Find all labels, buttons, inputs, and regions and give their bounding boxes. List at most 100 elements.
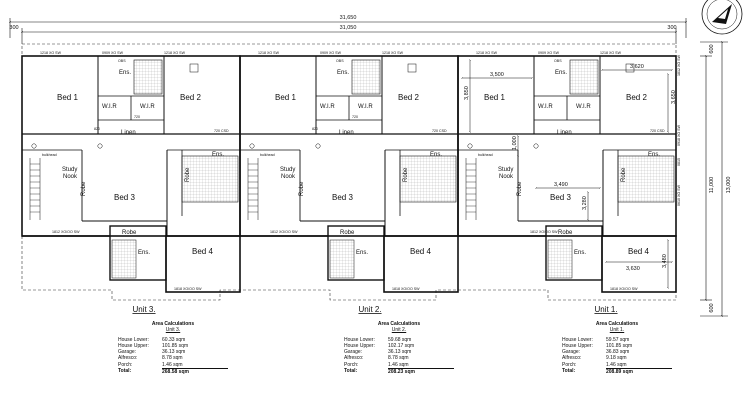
window-label: 0918 XO SW [677, 124, 681, 146]
dim-study-height: 1,000 [512, 136, 518, 150]
room-ens: Ens. [356, 250, 368, 256]
window-label: 1218 XO SW [258, 51, 280, 55]
area-calc-heading: Area Calculations [151, 321, 195, 327]
window-label: 720 CSD [432, 129, 447, 133]
unit-2-plan [239, 55, 459, 293]
area-calc-subheading: Unit 1. [609, 327, 625, 334]
room-robe: Robe [185, 167, 191, 182]
area-row: House Upper:102.17 sqm [344, 342, 415, 349]
room-study: Study [498, 167, 513, 173]
unit-2-labels: Bed 1 Bed 2 Bed 3 Bed 4 Ens. Ens. Ens. W… [258, 51, 447, 291]
dim-bed1-width: 3,500 [490, 72, 504, 78]
window-label: 0610 XO SW [677, 184, 681, 206]
room-linen: Linen [557, 130, 572, 136]
unit-3-title: Unit 3. [132, 305, 155, 314]
window-label: 0909 XO SW [538, 51, 560, 55]
room-wir: W.I.R [102, 104, 117, 110]
dim-bed3-width: 3,490 [554, 182, 568, 188]
area-row: Garage:36.83 sqm [562, 349, 630, 356]
room-bed-1: Bed 1 [275, 93, 296, 102]
unit-3-labels: Bed 1 Bed 2 Bed 3 Bed 4 Ens. Ens. Ens. W… [40, 51, 229, 291]
room-ens: Ens. [648, 152, 660, 158]
total-depth-dim: 13,000 [726, 177, 732, 194]
window-label: 1818 XO/OO SW [174, 287, 202, 291]
area-row: Porch:1.46 sqm [562, 361, 627, 368]
window-label: 1218 XO SW [476, 51, 498, 55]
window-label: 0909 XO SW [320, 51, 342, 55]
room-ens: Ens. [138, 250, 150, 256]
room-linen: Linen [339, 130, 354, 136]
window-label: 1812 XO SW [677, 54, 681, 76]
area-calc-unit-2: Area Calculations Unit 2. House Lower:59… [344, 321, 454, 375]
area-calc-subheading: Unit 3. [165, 327, 181, 334]
area-total-row: Total:268.58 sqm [118, 368, 228, 375]
dim-bed4-height: 3,480 [662, 254, 668, 268]
window-label: 1218 XO SW [382, 51, 404, 55]
area-row: Garage:36.13 sqm [118, 349, 186, 356]
area-calc-heading: Area Calculations [377, 321, 421, 327]
window-label: 1812 XO/OO SW [52, 230, 80, 234]
area-total-row: Total:208.89 sqm [562, 368, 672, 375]
area-calc-heading: Area Calculations [595, 321, 639, 327]
room-wir: W.I.R [538, 104, 553, 110]
setback-left-dim: 300 [9, 25, 18, 31]
room-bed-3: Bed 3 [114, 193, 135, 202]
room-study: Study [280, 167, 295, 173]
window-label: 1812 XO/OO SW [270, 230, 298, 234]
inner-width-dim: 31,050 [340, 25, 357, 31]
room-wir: W.I.R [576, 104, 591, 110]
area-row: Porch:1.46 sqm [118, 361, 183, 368]
area-calc-subheading: Unit 2. [391, 327, 407, 334]
overall-dimensions [8, 18, 728, 318]
dim-bed1-height: 3,850 [464, 86, 470, 100]
area-row: Garage:36.13 sqm [344, 349, 412, 356]
area-row: Alfresco:9.18 sqm [562, 355, 627, 362]
room-bed-4: Bed 4 [628, 247, 649, 256]
room-ens: Ens. [119, 70, 131, 76]
room-robe: Robe [517, 181, 523, 196]
room-ens: Ens. [574, 250, 586, 256]
dim-label: 720 [134, 115, 140, 119]
dim-bed2-width: 3,620 [630, 64, 644, 70]
area-row: House Upper:101.85 sqm [118, 342, 189, 349]
room-ens: Ens. [430, 152, 442, 158]
window-label: OBS [118, 59, 126, 63]
unit-3-plan [21, 55, 241, 293]
area-row: House Lower:59.57 sqm [562, 336, 630, 343]
area-calc-unit-1: Area Calculations Unit 1. House Lower:59… [562, 321, 672, 375]
room-ens: Ens. [212, 152, 224, 158]
window-label: OBS [554, 59, 562, 63]
room-ens: Ens. [555, 70, 567, 76]
area-row: Alfresco:8.78 sqm [118, 355, 183, 362]
area-row: Alfresco:8.78 sqm [344, 355, 409, 362]
area-row: House Lower:60.33 sqm [118, 336, 186, 343]
room-robe: Robe [403, 167, 409, 182]
window-label: 1218 XO SW [600, 51, 622, 55]
window-label: 1218 XO SW [40, 51, 62, 55]
window-label: 0815 [677, 158, 681, 166]
dim-label: 820 [94, 127, 100, 131]
window-label: 1812 XO/OO SW [530, 230, 558, 234]
window-label: 1218 XO SW [164, 51, 186, 55]
room-robe: Robe [340, 230, 355, 236]
dim-bed2-height: 3,650 [671, 90, 677, 104]
area-total-row: Total:208.23 sqm [344, 368, 454, 375]
window-label: 1818 XO/OO SW [610, 287, 638, 291]
area-calc-unit-3: Area Calculations Unit 3. House Lower:60… [118, 321, 228, 375]
unit-1-title: Unit 1. [594, 305, 617, 314]
room-wir: W.I.R [358, 104, 373, 110]
room-robe: Robe [81, 181, 87, 196]
window-label: 720 CSD [214, 129, 229, 133]
unit-2-title: Unit 2. [358, 305, 381, 314]
room-robe: Robe [122, 230, 137, 236]
north-arrow-icon [701, 0, 743, 35]
room-bed-1: Bed 1 [57, 93, 78, 102]
bulkhead-label: bulkhead [42, 153, 57, 157]
room-robe: Robe [621, 167, 627, 182]
setback-bottom-dim: 600 [709, 303, 715, 312]
room-bed-4: Bed 4 [192, 247, 213, 256]
dim-label: 820 [312, 127, 318, 131]
total-width-dim: 31,650 [340, 15, 357, 21]
dim-label: 720 [352, 115, 358, 119]
